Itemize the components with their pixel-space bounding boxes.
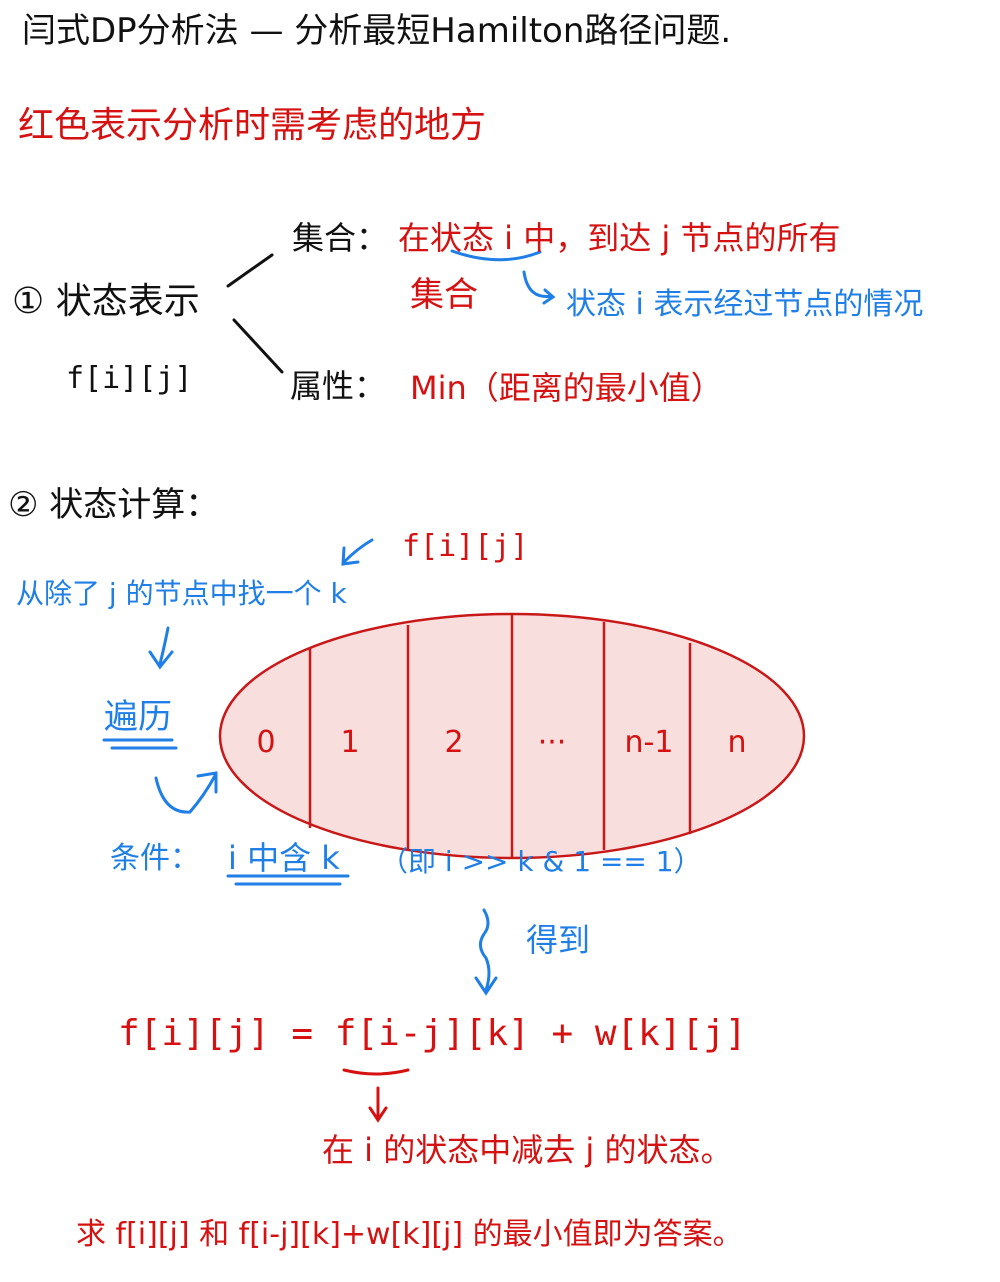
underline-traverse: [102, 738, 178, 750]
attr-label: 属性：: [290, 367, 387, 405]
attr-description: Min（距离的最小值）: [410, 369, 723, 407]
condition-text: i 中含 k: [228, 839, 340, 877]
state-note: 状态 i 表示经过节点的情况: [566, 287, 924, 322]
arrow-state-note-icon: [522, 270, 556, 305]
obtain-label: 得到: [526, 921, 591, 959]
branch-line-upper: [226, 253, 274, 288]
section2-heading: ② 状态计算：: [8, 485, 220, 525]
conclusion: 求 f[i][j] 和 f[i-j][k]+w[k][j] 的最小值即为答案。: [76, 1217, 743, 1252]
section1-heading: ① 状态表示: [12, 281, 200, 322]
arrow-to-ellipse-icon: [154, 771, 218, 814]
partition-label: n: [727, 725, 747, 760]
page-title: 闫式DP分析法 — 分析最短Hamilton路径问题.: [22, 11, 732, 51]
underline-i-minus-j: [342, 1068, 410, 1076]
underline-condition: [226, 874, 350, 886]
partition-label: ···: [537, 725, 567, 760]
partition-label: n-1: [624, 725, 674, 760]
partition-label: 2: [444, 725, 464, 760]
red-note: 红色表示分析时需考虑的地方: [18, 105, 487, 146]
underline-state-i: [450, 249, 542, 262]
arrow-formula-note-icon: [368, 1086, 388, 1123]
arrow-obtain-icon: [474, 908, 498, 996]
set-description: 在状态 i 中，到达 j 节点的所有: [398, 219, 841, 257]
find-k-note: 从除了 j 的节点中找一个 k: [16, 577, 347, 610]
partition-label: 1: [340, 725, 360, 760]
partition-lines: [308, 614, 692, 858]
set-label: 集合：: [292, 219, 389, 257]
arrow-to-f-icon: [341, 538, 374, 566]
condition-detail: （即 i >> k & 1 == 1）: [380, 845, 702, 878]
formula-note: 在 i 的状态中减去 j 的状态。: [322, 1131, 733, 1169]
condition-label: 条件：: [110, 841, 200, 876]
branch-line-lower: [232, 318, 284, 374]
state-function: f[i][j]: [66, 361, 193, 396]
target-function: f[i][j]: [402, 529, 529, 564]
transition-formula: f[i][j] = f[i-j][k] + w[k][j]: [118, 1013, 747, 1054]
partition-label: 0: [256, 725, 276, 760]
set-description-cont: 集合: [410, 275, 478, 315]
traverse-note: 遍历: [104, 697, 172, 737]
arrow-find-down-icon: [148, 626, 174, 670]
